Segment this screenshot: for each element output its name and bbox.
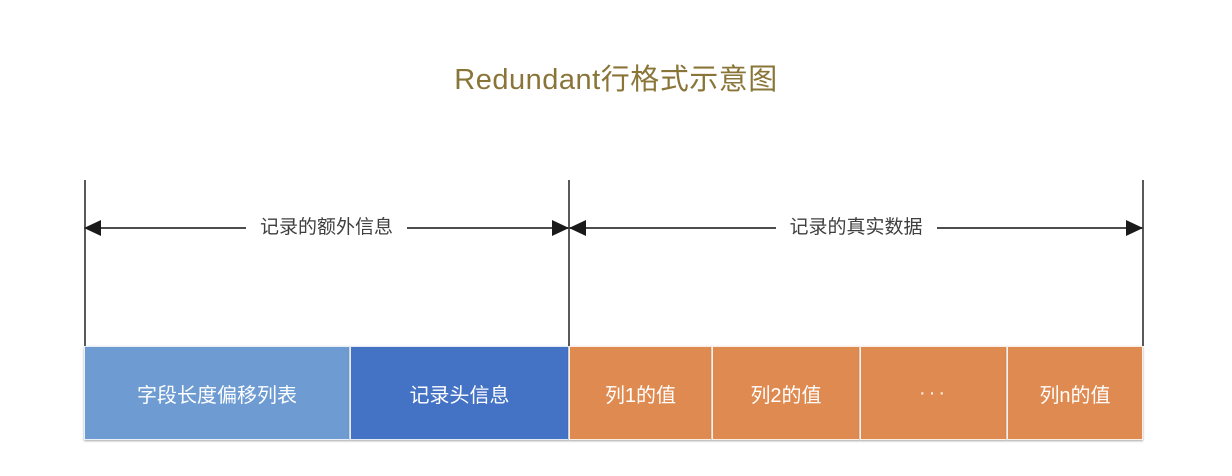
guide-line-right (1142, 180, 1144, 346)
dimension-label-extra-info: 记录的额外信息 (260, 216, 394, 238)
page-title: Redundant行格式示意图 (454, 64, 778, 96)
dimension-line-right-segment (407, 220, 570, 236)
row-format-segments: 字段长度偏移列表 记录头信息 列1的值 列2的值 ··· 列n的值 (84, 346, 1143, 440)
dimension-real-data: 记录的真实数据 (569, 210, 1144, 246)
segment-box: 列2的值 (712, 346, 860, 440)
segment-label-ellipsis: ··· (919, 381, 948, 404)
segment-box: ··· (860, 346, 1007, 440)
dimension-line-left-segment (84, 220, 246, 236)
dimension-label-real-data: 记录的真实数据 (789, 216, 923, 238)
dimension-line-left-segment (569, 220, 776, 236)
segment-label: 列1的值 (604, 384, 677, 407)
segment-label: 记录头信息 (409, 384, 510, 407)
arrow-right-icon (552, 220, 570, 236)
segment-box: 记录头信息 (350, 346, 569, 440)
segment-label: 字段长度偏移列表 (137, 384, 297, 407)
segment-box: 字段长度偏移列表 (84, 346, 350, 440)
guide-line-left (84, 180, 86, 346)
arrow-right-icon (1126, 220, 1144, 236)
dimension-line-right-segment (936, 220, 1144, 236)
arrow-left-icon (84, 220, 101, 236)
segment-box: 列n的值 (1007, 346, 1143, 440)
segment-box: 列1的值 (569, 346, 712, 440)
guide-line-middle (568, 180, 570, 346)
segment-label: 列2的值 (750, 384, 822, 407)
dimension-extra-info: 记录的额外信息 (84, 210, 570, 246)
arrow-left-icon (569, 220, 586, 236)
segment-label: 列n的值 (1039, 384, 1111, 407)
